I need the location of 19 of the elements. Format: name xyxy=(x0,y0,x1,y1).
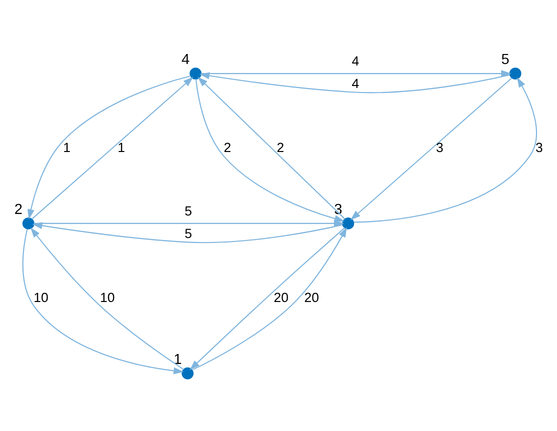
edge-label: 20 xyxy=(304,290,320,305)
edge-label: 2 xyxy=(276,140,284,155)
edge-label: 4 xyxy=(352,76,360,92)
edge-label: 4 xyxy=(352,54,360,69)
node-label: 1 xyxy=(174,352,182,368)
edge-label: 3 xyxy=(536,140,543,155)
edge-label: 5 xyxy=(184,204,192,218)
edge-label: 2 xyxy=(224,140,232,155)
node-label: 3 xyxy=(334,202,342,218)
node-label: 5 xyxy=(501,52,510,68)
edge-label: 3 xyxy=(436,140,444,155)
edge-label: 5 xyxy=(184,226,192,242)
edge-label: 1 xyxy=(63,140,71,155)
edge-label: 10 xyxy=(100,290,115,305)
edge-label: 10 xyxy=(34,290,48,305)
edge-label: 1 xyxy=(118,140,125,155)
edge-label: 20 xyxy=(274,290,289,305)
node-label: 4 xyxy=(182,52,190,68)
node-label: 2 xyxy=(14,202,23,218)
